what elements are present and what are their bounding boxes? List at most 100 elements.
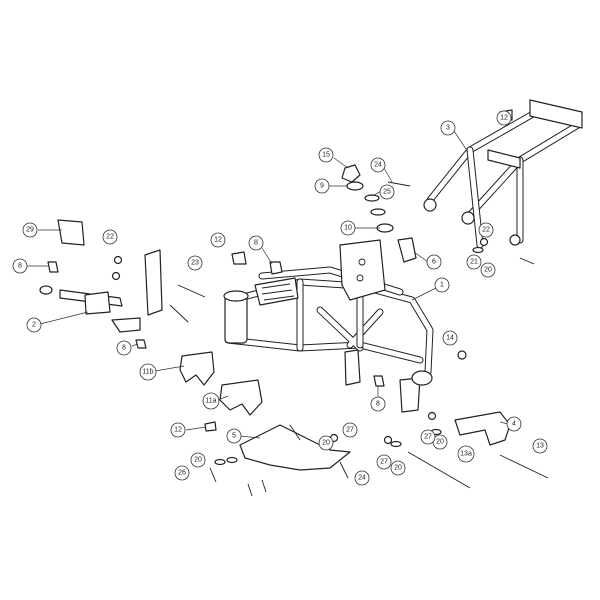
callout-8-d: 8 bbox=[370, 396, 386, 412]
svg-text:20: 20 bbox=[194, 457, 202, 464]
svg-text:8: 8 bbox=[376, 401, 380, 408]
callout-12-c: 12 bbox=[170, 422, 186, 438]
part-27-nut-2 bbox=[383, 435, 393, 445]
part-22-nut-2 bbox=[111, 271, 121, 281]
svg-text:15: 15 bbox=[322, 152, 330, 159]
svg-text:22: 22 bbox=[482, 227, 490, 234]
part-26-bolt bbox=[209, 467, 217, 483]
svg-text:6: 6 bbox=[432, 259, 436, 266]
part-20-washer bbox=[214, 458, 226, 466]
part-20-washer-2 bbox=[226, 456, 238, 464]
callout-13: 13 bbox=[532, 438, 548, 454]
svg-text:11b: 11b bbox=[142, 369, 153, 376]
svg-text:1: 1 bbox=[440, 282, 444, 289]
svg-text:24: 24 bbox=[374, 162, 382, 169]
callout-29: 29 bbox=[22, 222, 38, 238]
part-25-washer bbox=[364, 194, 380, 202]
callout-5: 5 bbox=[226, 428, 242, 444]
part-13a-bolt bbox=[407, 451, 471, 489]
svg-text:20: 20 bbox=[322, 440, 330, 447]
part-4-bracket bbox=[454, 411, 511, 446]
callout-11a: 11a bbox=[202, 392, 220, 410]
part-9-washer bbox=[346, 181, 364, 191]
callout-12-a: 12 bbox=[496, 110, 512, 126]
svg-text:3: 3 bbox=[446, 125, 450, 132]
part-29-plate bbox=[57, 219, 85, 246]
callout-27-a: 27 bbox=[342, 422, 358, 438]
part-22-bolt-right bbox=[519, 257, 535, 265]
callout-15: 15 bbox=[318, 147, 334, 163]
callout-8-b: 8 bbox=[12, 258, 28, 274]
svg-text:12: 12 bbox=[214, 237, 222, 244]
callout-12-b: 12 bbox=[210, 232, 226, 248]
part-24-bolt bbox=[387, 181, 411, 187]
svg-text:9: 9 bbox=[320, 183, 324, 190]
front-bracket-assembly bbox=[39, 249, 163, 333]
part-8-nut-2 bbox=[47, 261, 59, 273]
callout-3: 3 bbox=[440, 120, 456, 136]
part-13-bolt bbox=[499, 454, 549, 479]
svg-text:25: 25 bbox=[383, 189, 391, 196]
part-11a-bracket bbox=[219, 379, 263, 416]
svg-text:26: 26 bbox=[178, 470, 186, 477]
callout-20-b: 20 bbox=[318, 435, 334, 451]
callout-14: 14 bbox=[442, 330, 458, 346]
part-23-bolt-2 bbox=[169, 304, 189, 323]
svg-text:27: 27 bbox=[380, 459, 388, 466]
part-26-bolt-2 bbox=[247, 483, 253, 497]
svg-text:10: 10 bbox=[344, 225, 352, 232]
rear-subframe bbox=[423, 99, 583, 249]
svg-text:12: 12 bbox=[500, 115, 508, 122]
part-15-nut bbox=[341, 164, 361, 183]
callout-24-a: 24 bbox=[370, 157, 386, 173]
svg-text:8: 8 bbox=[18, 263, 22, 270]
callout-8-a: 8 bbox=[248, 235, 264, 251]
part-23-bolt bbox=[177, 284, 206, 298]
part-8-nut-3 bbox=[135, 339, 147, 349]
svg-text:14: 14 bbox=[446, 335, 454, 342]
callout-1: 1 bbox=[434, 277, 450, 293]
callout-25: 25 bbox=[379, 184, 395, 200]
svg-text:11a: 11a bbox=[205, 398, 216, 405]
svg-text:8: 8 bbox=[122, 345, 126, 352]
part-14-nut bbox=[457, 350, 467, 360]
part-22-nut bbox=[113, 255, 123, 265]
svg-text:27: 27 bbox=[424, 434, 432, 441]
part-5-skid-plate bbox=[239, 424, 351, 471]
callout-23: 23 bbox=[187, 255, 203, 271]
callout-10: 10 bbox=[340, 220, 356, 236]
callout-2: 2 bbox=[26, 317, 42, 333]
callout-6: 6 bbox=[426, 254, 442, 270]
callout-20-a: 20 bbox=[190, 452, 206, 468]
main-frame bbox=[223, 239, 434, 413]
callout-27-c: 27 bbox=[420, 429, 436, 445]
part-21-nut bbox=[479, 237, 489, 247]
callout-22-a: 22 bbox=[102, 229, 118, 245]
part-25-washer-2 bbox=[370, 208, 386, 216]
svg-text:20: 20 bbox=[394, 465, 402, 472]
part-24-bolt-2 bbox=[339, 461, 349, 479]
part-27-nut-3 bbox=[427, 411, 437, 421]
svg-text:20: 20 bbox=[436, 439, 444, 446]
part-26-bolt-4 bbox=[289, 424, 301, 441]
callout-11b: 11b bbox=[139, 363, 157, 381]
svg-text:29: 29 bbox=[26, 227, 34, 234]
svg-text:24: 24 bbox=[358, 475, 366, 482]
svg-text:21: 21 bbox=[470, 259, 478, 266]
callout-26: 26 bbox=[174, 465, 190, 481]
part-12-clip-2 bbox=[231, 251, 247, 265]
svg-text:2: 2 bbox=[32, 322, 36, 329]
svg-text:27: 27 bbox=[346, 427, 354, 434]
callout-21: 21 bbox=[466, 254, 482, 270]
callout-24-b: 24 bbox=[354, 470, 370, 486]
part-26-bolt-3 bbox=[261, 479, 267, 493]
svg-text:23: 23 bbox=[191, 260, 199, 267]
callout-27-b: 27 bbox=[376, 454, 392, 470]
part-11b-bracket bbox=[179, 351, 215, 386]
leader-lines bbox=[26, 127, 509, 439]
part-12-clip-3 bbox=[204, 421, 217, 432]
callout-4: 4 bbox=[506, 416, 522, 432]
svg-text:5: 5 bbox=[232, 433, 236, 440]
